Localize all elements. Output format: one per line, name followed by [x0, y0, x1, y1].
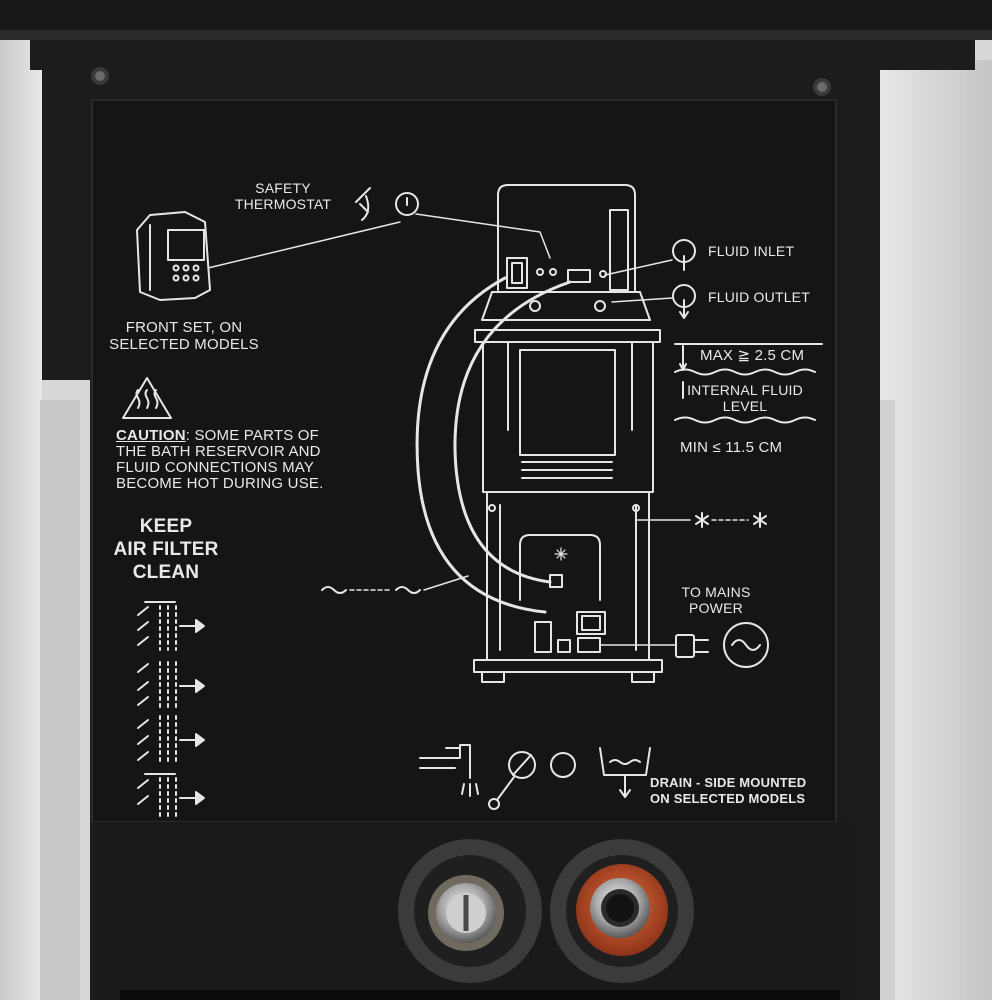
air-filter-arrow-icon	[137, 601, 205, 651]
internal-fluid-level-label: INTERNAL FLUID LEVEL	[687, 382, 803, 414]
to-mains-power-label: TO MAINS POWER	[681, 584, 751, 616]
thermostat-icon	[355, 187, 371, 221]
ac-source-icon	[723, 622, 769, 668]
max-level-label: MAX ≧ 2.5 CM	[700, 347, 805, 364]
unit-illustration	[473, 184, 663, 683]
wave-connection-icon	[321, 575, 469, 594]
power-plug-icon	[675, 634, 709, 658]
fluid-outlet-icon	[672, 284, 696, 319]
warning-hot-surface-icon	[122, 377, 172, 419]
dial-icon	[395, 192, 419, 216]
drain-icon	[599, 747, 651, 798]
no-entry-icon	[488, 751, 536, 810]
tap-icon	[419, 744, 479, 797]
safety-thermostat-label: SAFETY THERMOSTAT	[234, 180, 332, 212]
air-filter-arrow-icon	[137, 773, 205, 817]
air-filter-arrow-icon	[137, 715, 205, 765]
screw-icon	[813, 78, 831, 96]
screw-icon	[91, 67, 109, 85]
snowflake-icon	[554, 547, 568, 561]
hose-inlet	[415, 276, 547, 614]
keep-air-filter-clean-label: KEEP AIR FILTER CLEAN	[113, 516, 219, 583]
right-housing	[880, 60, 992, 1000]
left-housing	[0, 30, 42, 1000]
drain-label: DRAIN - SIDE MOUNTED ON SELECTED MODELS	[650, 775, 807, 806]
front-controller-illustration	[136, 211, 211, 301]
fluid-fitting-left	[398, 839, 542, 983]
fluid-fitting-right	[550, 839, 694, 983]
hose-outlet	[453, 280, 572, 584]
fan-connection-icon	[635, 512, 767, 528]
fluid-outlet-label: FLUID OUTLET	[708, 289, 810, 305]
fluid-inlet-label: FLUID INLET	[708, 243, 795, 259]
fluid-inlet-icon	[672, 239, 696, 271]
circle-symbol-icon	[550, 752, 576, 778]
front-set-label: FRONT SET, ON SELECTED MODELS	[109, 319, 259, 353]
air-filter-arrow-icon	[137, 661, 205, 709]
caution-text: CAUTION: SOME PARTS OF THE BATH RESERVOI…	[116, 427, 324, 492]
min-level-label: MIN ≤ 11.5 CM	[680, 439, 783, 456]
